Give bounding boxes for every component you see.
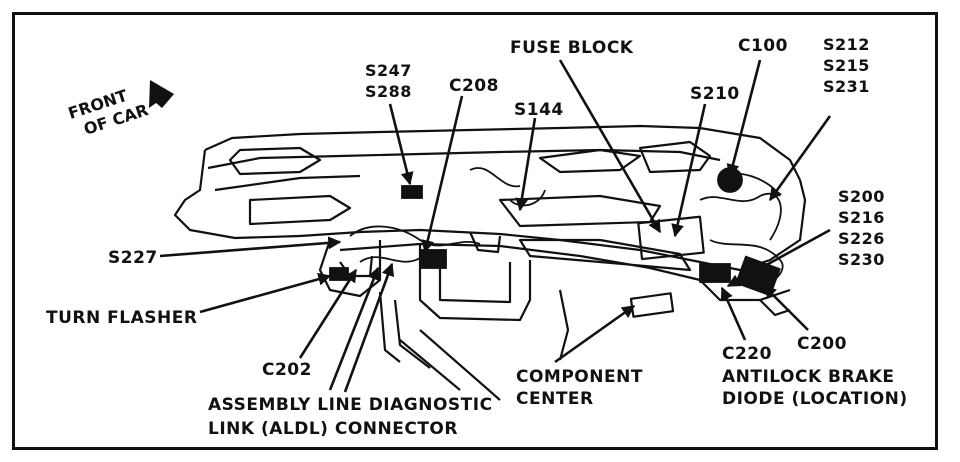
arrow-component-center: [554, 304, 636, 364]
fuse-block-label: FUSE BLOCK: [510, 38, 634, 58]
s231-text: S231: [823, 77, 870, 96]
s226-text: S226: [838, 229, 885, 248]
c200-label: C200: [797, 334, 847, 354]
c100-label: C100: [738, 36, 788, 56]
component-center-line-2: CENTER: [516, 389, 594, 409]
s216-text: S216: [838, 208, 885, 227]
s247-s288-label: S247 S288: [365, 60, 412, 102]
s200-s216-s226-s230-label: S200 S216 S226 S230: [838, 186, 885, 270]
turn-flasher-label: TURN FLASHER: [46, 308, 198, 328]
arrow-c200: [763, 285, 809, 331]
aldl-line-1: ASSEMBLY LINE DIAGNOSTIC: [208, 395, 493, 415]
s227-label: S227: [108, 248, 158, 268]
c202-label: C202: [262, 360, 312, 380]
s230-text: S230: [838, 250, 885, 269]
arrow-fuse-block: [558, 59, 662, 234]
s247-text: S247: [365, 61, 412, 80]
arrow-aldl-1: [328, 266, 380, 391]
arrow-s212: [768, 115, 832, 202]
c220-label: C220: [722, 344, 772, 364]
arrow-c208: [421, 95, 464, 254]
arrow-s144: [515, 117, 537, 212]
component-center-line-1: COMPONENT: [516, 367, 643, 387]
antilock-brake-diode-label: ANTILOCK BRAKE DIODE (LOCATION): [722, 366, 908, 410]
aldl-line-2: LINK (ALDL) CONNECTOR: [208, 419, 458, 439]
c208-label: C208: [449, 76, 499, 96]
arrow-aldl-2: [343, 262, 395, 393]
s144-label: S144: [514, 100, 564, 120]
arrow-turn-flasher: [199, 272, 332, 314]
antilock-line-2: DIODE (LOCATION): [722, 389, 908, 409]
s215-text: S215: [823, 56, 870, 75]
antilock-line-1: ANTILOCK BRAKE: [722, 367, 895, 387]
diagram-border: [12, 12, 938, 450]
s200-text: S200: [838, 187, 885, 206]
aldl-connector-label: ASSEMBLY LINE DIAGNOSTIC LINK (ALDL) CON…: [208, 393, 493, 441]
arrow-c220: [720, 286, 747, 341]
front-direction-arrow: [149, 80, 174, 108]
leader-lines: [159, 59, 832, 393]
instrument-panel: [173, 124, 807, 401]
arrow-s247: [388, 103, 414, 186]
component-center-label: COMPONENT CENTER: [516, 366, 643, 410]
s212-text: S212: [823, 35, 870, 54]
s212-s215-s231-label: S212 S215 S231: [823, 34, 870, 97]
s210-label: S210: [690, 84, 740, 104]
arrow-c100: [726, 59, 762, 178]
wiring-harness: [329, 167, 784, 297]
arrow-s227: [159, 236, 342, 258]
arrow-s200: [726, 228, 831, 288]
arrow-s210: [671, 103, 707, 238]
s288-text: S288: [365, 82, 412, 101]
arrow-c202: [298, 268, 358, 359]
